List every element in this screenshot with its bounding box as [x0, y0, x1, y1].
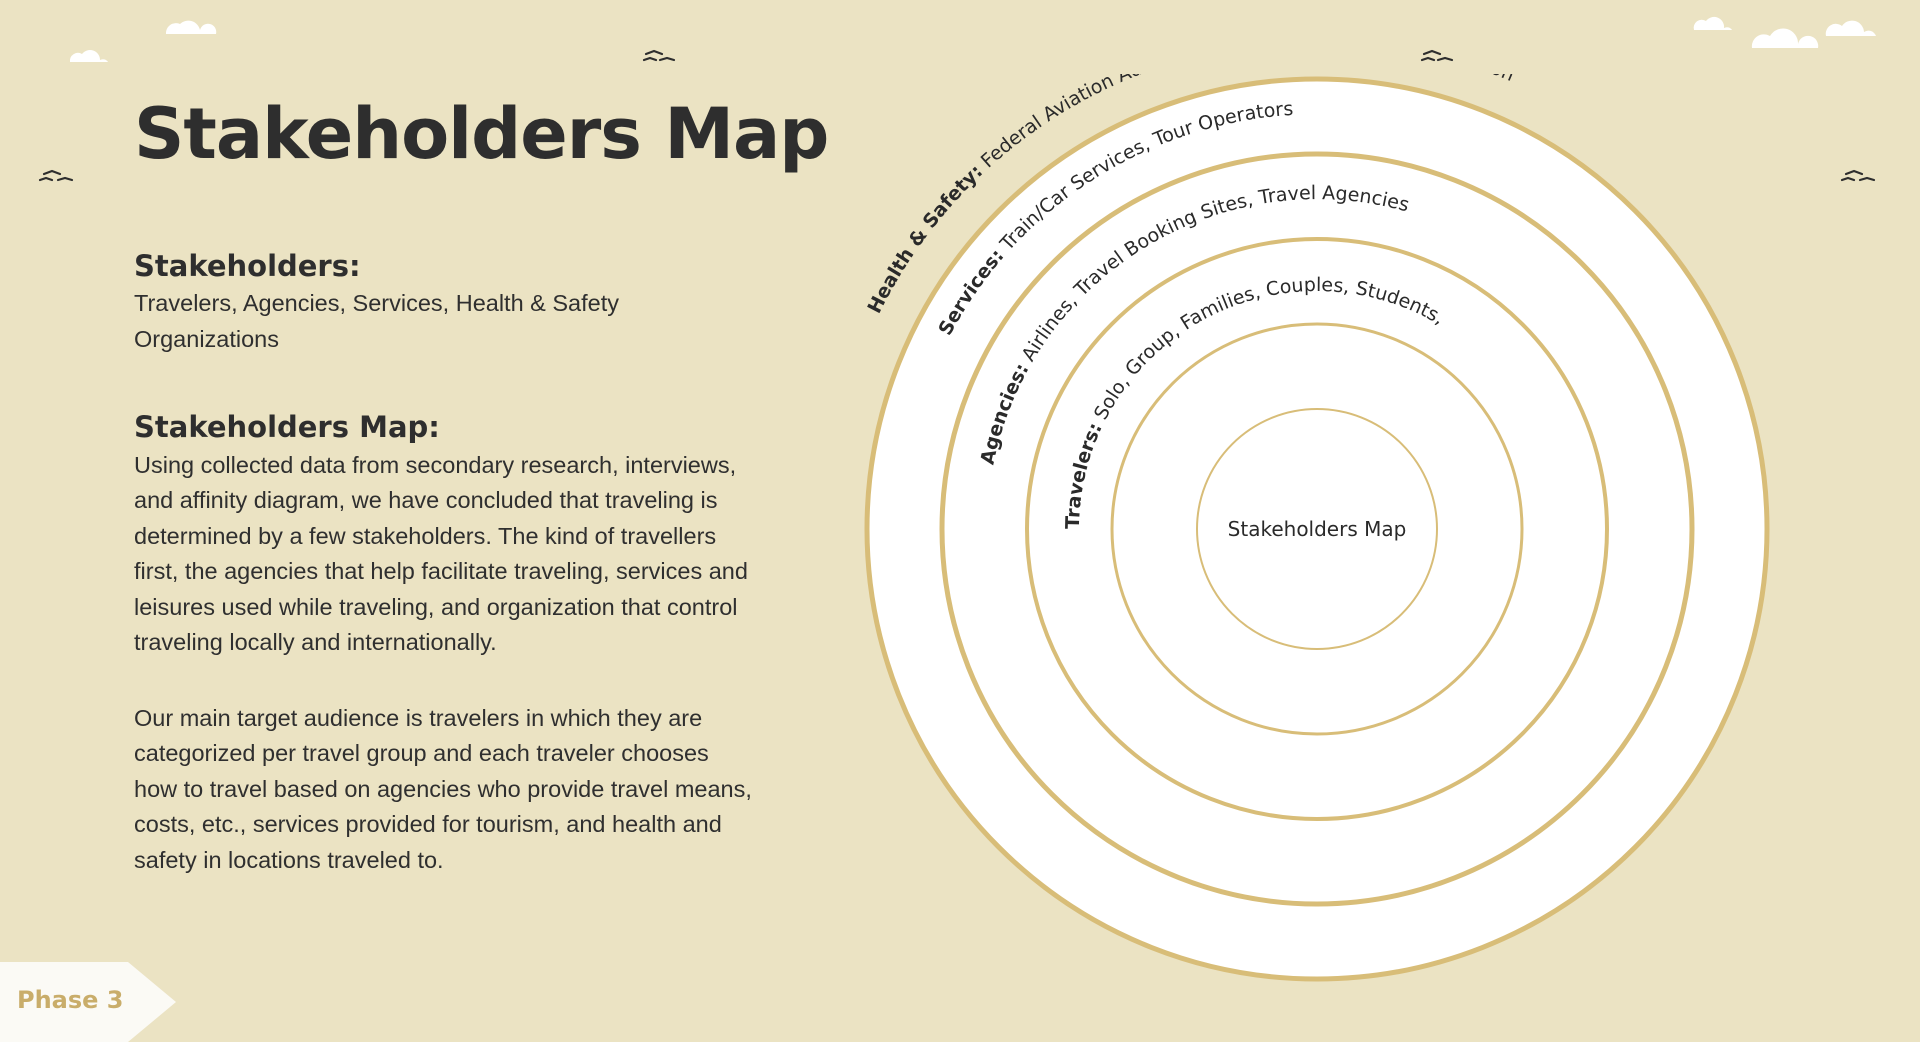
- ring-agencies: [1025, 237, 1609, 821]
- text-column: Stakeholders: Travelers, Agencies, Servi…: [134, 248, 754, 878]
- page-title: Stakeholders Map: [134, 93, 829, 175]
- ring-center: [1196, 408, 1438, 650]
- stakeholders-diagram: Travelers: Solo, Group, Families, Couple…: [864, 74, 1770, 982]
- ring-travelers: [1110, 322, 1524, 736]
- cloud-icon: [165, 20, 217, 34]
- stakeholders-map-heading: Stakeholders Map:: [134, 410, 440, 445]
- bird-icon: [38, 169, 74, 182]
- stakeholders-list: Travelers, Agencies, Services, Health & …: [134, 290, 620, 352]
- stakeholders-map-description: Using collected data from secondary rese…: [134, 451, 748, 656]
- bird-icon: [642, 49, 676, 62]
- cloud-icon: [69, 49, 108, 62]
- cloud-icon: [1751, 28, 1819, 48]
- ring-services: [939, 151, 1695, 907]
- target-audience-paragraph: Our main target audience is travelers in…: [134, 704, 752, 873]
- bird-icon: [1420, 49, 1454, 62]
- ring-outer: [864, 76, 1770, 982]
- cloud-icon: [1825, 20, 1876, 36]
- bird-icon: [1840, 169, 1876, 182]
- diagram-center-label: Stakeholders Map: [1228, 517, 1407, 541]
- cloud-icon: [1693, 16, 1732, 30]
- stakeholders-heading: Stakeholders:: [134, 249, 361, 283]
- phase-label: Phase 3: [17, 986, 124, 1014]
